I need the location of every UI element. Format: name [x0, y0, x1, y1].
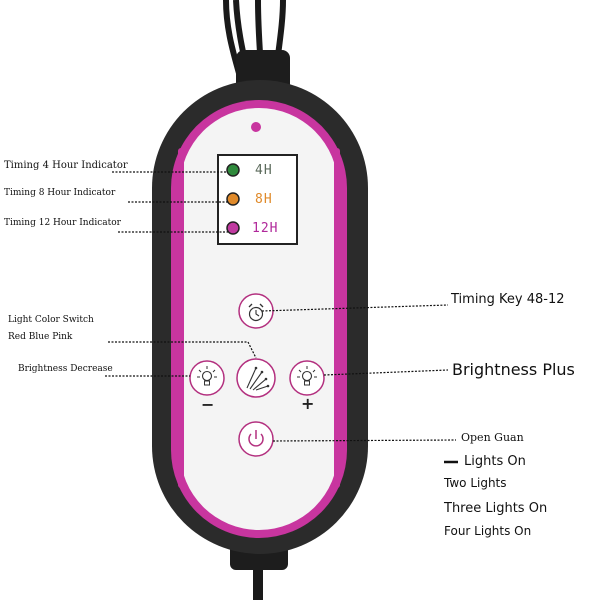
indicator-12h-label: 12H	[252, 221, 279, 236]
bulb-icon	[297, 366, 317, 386]
status-dot	[251, 122, 261, 132]
leader-power	[272, 439, 457, 442]
side-accent	[334, 148, 340, 488]
callout-power: Open Guan	[461, 431, 524, 444]
color-switch-icon	[246, 366, 270, 391]
side-accent	[178, 148, 184, 488]
brightness-decrease-button[interactable]	[189, 360, 225, 396]
callout-timing-key: Timing Key 48-12	[451, 292, 565, 307]
leader-color-switch	[108, 341, 257, 359]
light-mode-3: Three Lights On	[444, 501, 548, 516]
light-mode-2: Two Lights	[444, 476, 507, 490]
light-mode-1: Lights On	[464, 454, 526, 469]
power-button[interactable]	[238, 421, 274, 457]
callout-light-color-switch: Light Color Switch	[8, 315, 94, 325]
indicator-8h-label: 8H	[255, 192, 273, 207]
led-12h	[226, 221, 240, 235]
light-mode-4: Four Lights On	[444, 524, 532, 538]
power-icon	[248, 430, 264, 447]
minus-sign: −	[201, 395, 215, 414]
bulb-icon	[197, 366, 217, 386]
leader-brightness-plus	[323, 369, 449, 376]
plus-sign: +	[301, 394, 315, 413]
color-switch-button[interactable]	[236, 358, 276, 398]
led-8h	[226, 192, 240, 206]
brightness-plus-button[interactable]	[289, 360, 325, 396]
callout-brightness-decrease: Brightness Decrease	[18, 364, 113, 374]
callout-brightness-plus: Brightness Plus	[452, 360, 575, 379]
led-4h	[226, 163, 240, 177]
callout-timing-12h: Timing 12 Hour Indicator	[4, 218, 121, 228]
callout-timing-8h: Timing 8 Hour Indicator	[4, 188, 116, 198]
timing-button[interactable]	[238, 293, 274, 329]
indicator-4h-label: 4H	[255, 163, 273, 178]
leader-timing	[261, 304, 449, 312]
callout-timing-4h: Timing 4 Hour Indicator	[4, 160, 128, 171]
leader-lines	[105, 171, 457, 442]
alarm-clock-icon	[248, 303, 264, 322]
callout-red-blue-pink: Red Blue Pink	[8, 332, 73, 342]
